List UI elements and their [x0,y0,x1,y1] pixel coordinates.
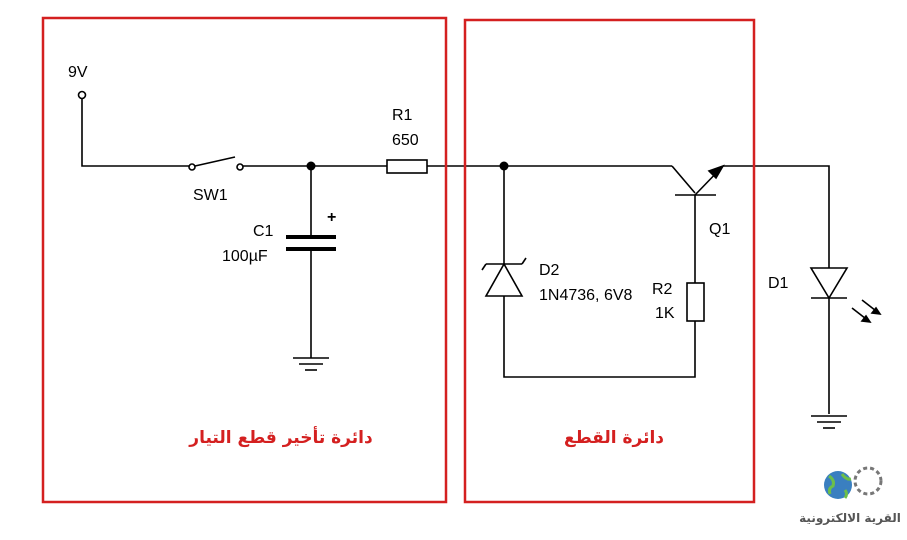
switch-sw1 [188,156,244,171]
resistor-r1 [386,159,428,174]
resistor2-value: 1K [655,305,675,322]
zener-diode-d2 [481,257,527,297]
switch-label: SW1 [193,187,228,204]
led-d1 [809,267,882,324]
ground-symbol-2 [811,415,847,429]
wire-source [81,99,189,167]
box-delay-label: دائرة تأخير قطع التيار [188,426,373,448]
logo-text: القرية الالكترونية [799,511,901,526]
source-terminal [77,90,87,100]
box-cutoff-label: دائرة القطع [564,428,664,448]
transistor-q1 [671,164,725,196]
resistor1-value: 650 [392,132,419,149]
junction-dot-cap [306,161,316,171]
globe-gear-icon [824,466,883,499]
wire-emitter-to-led [723,165,830,268]
box-cutoff-circuit [463,18,756,504]
diode2-name: D2 [539,262,560,279]
ground-symbol-1 [293,357,329,371]
box-delay-circuit [41,16,448,504]
resistor-r2 [686,282,705,322]
junction-dot-zener [499,161,509,171]
capacitor-c1 [286,235,336,251]
transistor-label: Q1 [709,221,730,238]
led-label: D1 [768,275,789,292]
diode2-value: 1N4736, 6V8 [539,287,633,304]
capacitor-value: 100µF [222,248,268,265]
source-label: 9V [68,64,88,81]
capacitor-polarity: + [327,209,336,226]
wire-zener-bottom [503,296,696,378]
resistor1-name: R1 [392,107,413,124]
resistor2-name: R2 [652,281,673,298]
capacitor-name: C1 [253,223,274,240]
